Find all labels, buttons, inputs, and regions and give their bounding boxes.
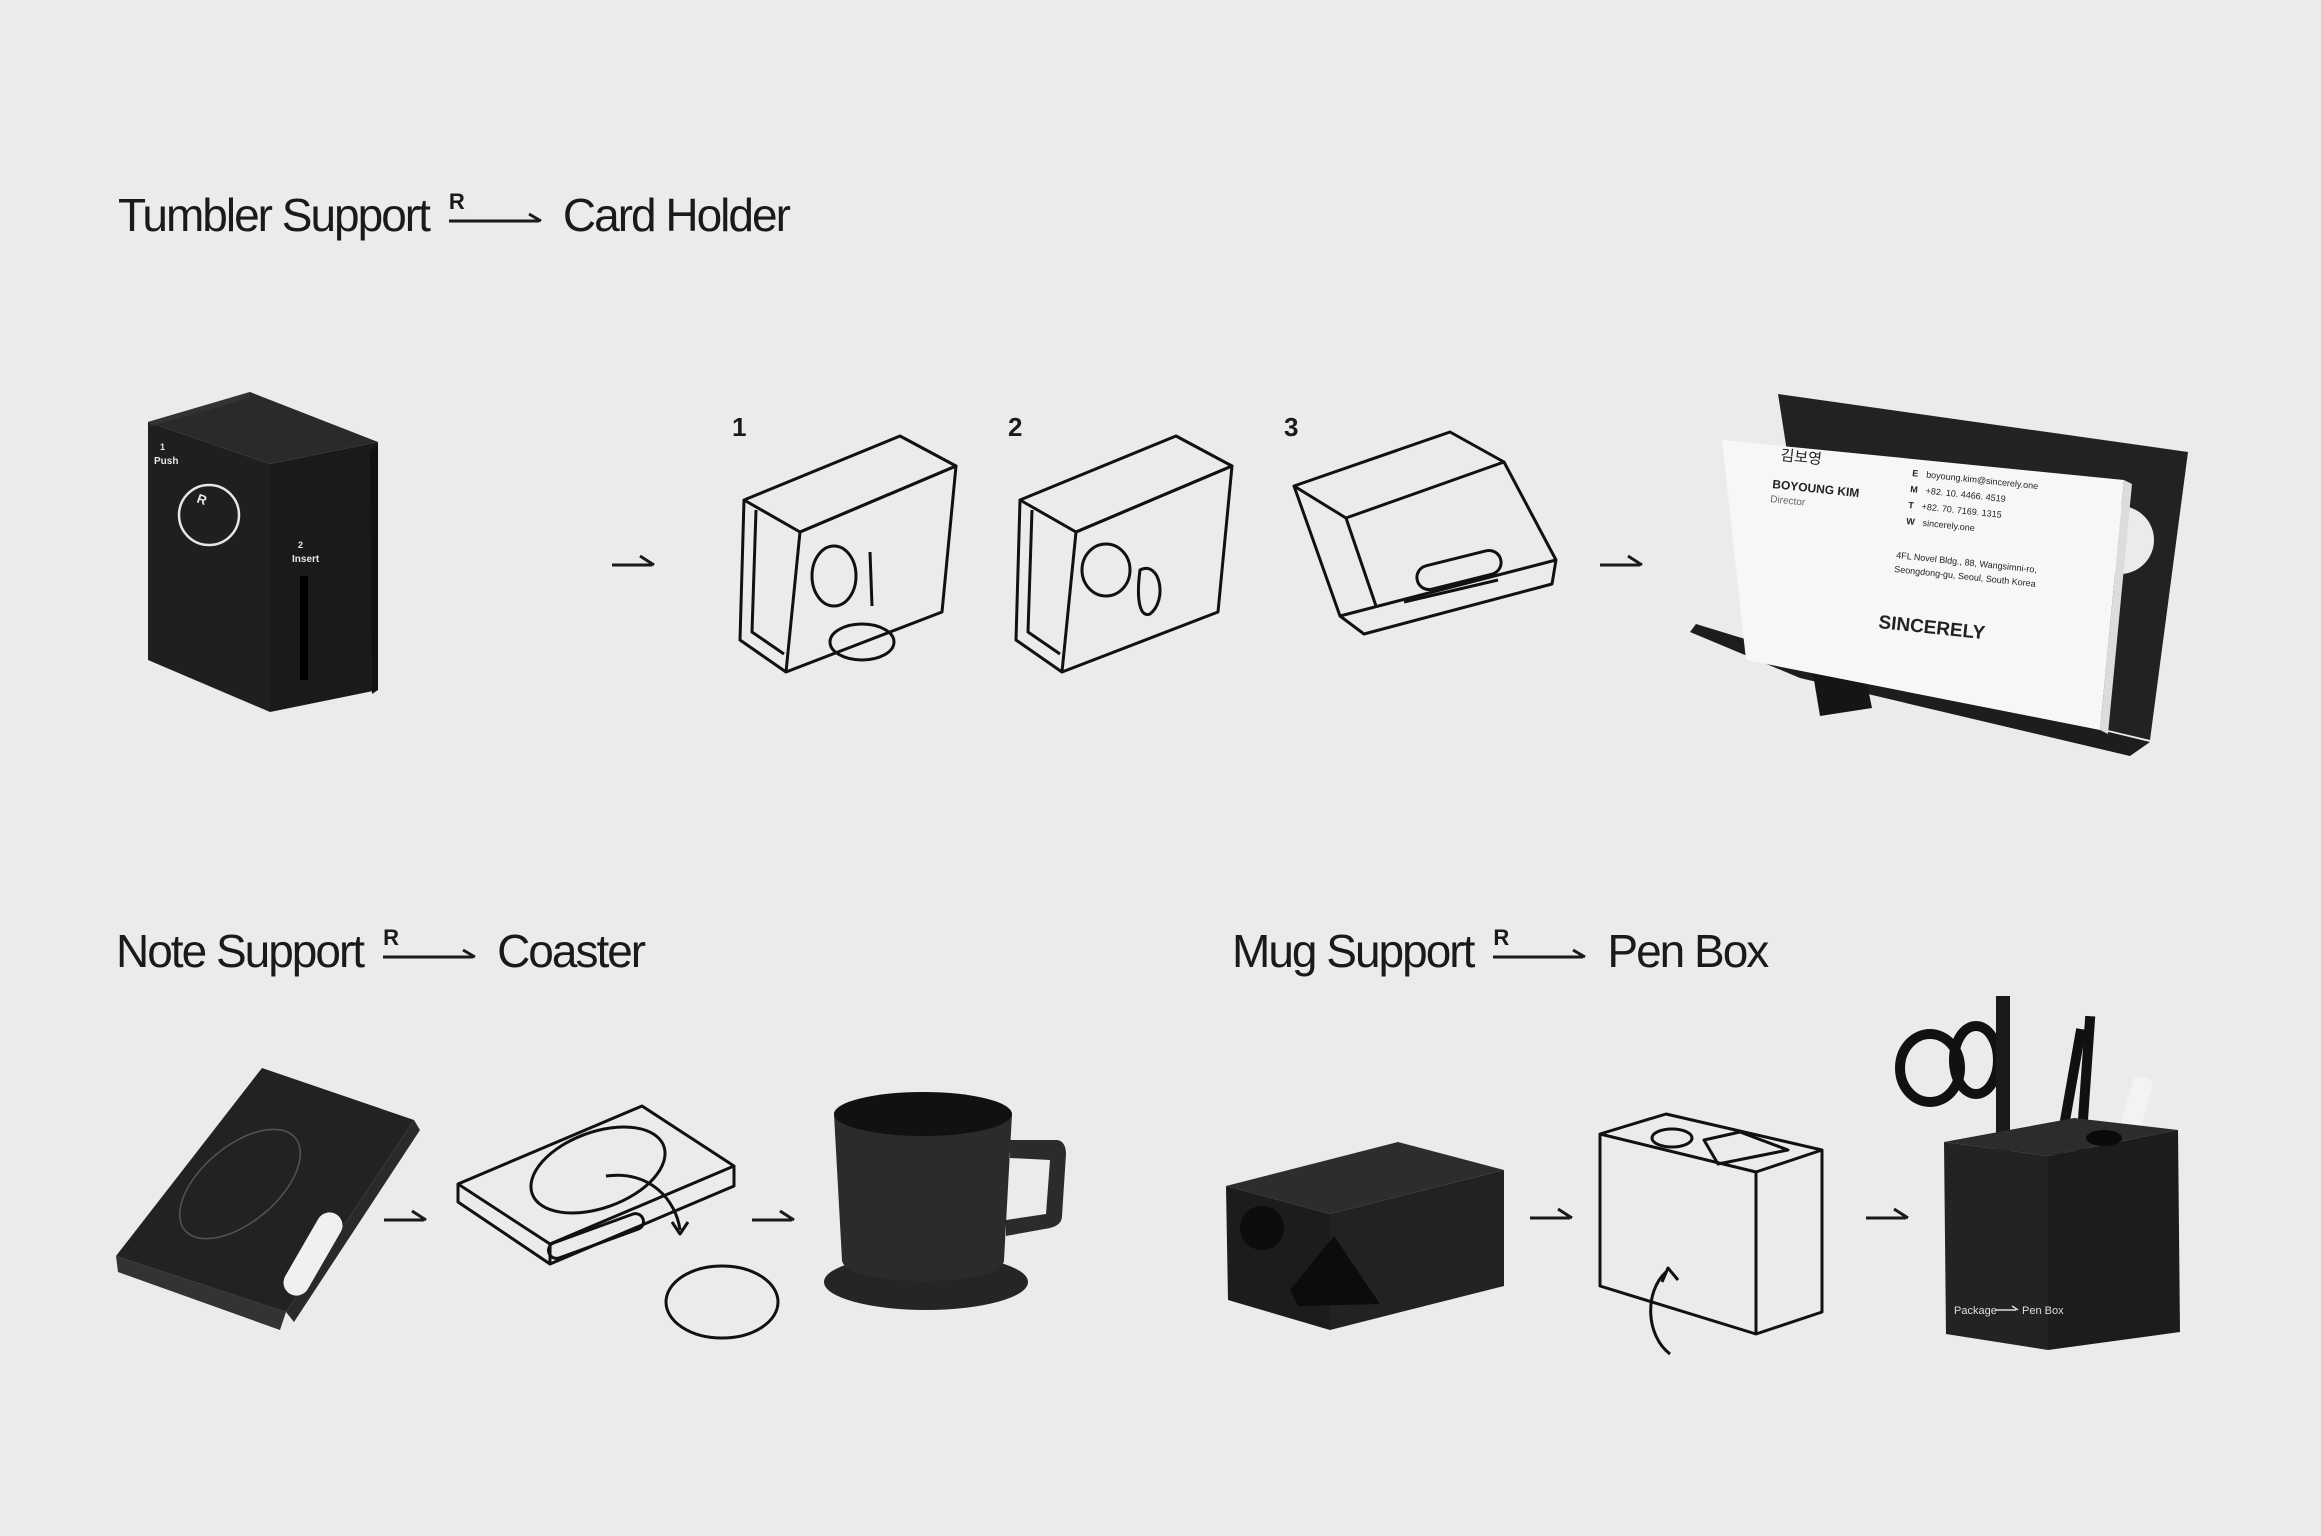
bottom-right-heading: Mug Support R Pen Box [1232, 924, 1769, 978]
top-connector-badge: R [448, 189, 465, 214]
card-holder-photo [1690, 394, 2188, 756]
top-heading: Tumbler Support R Card Holder [118, 188, 791, 242]
package-box-photo [148, 392, 378, 712]
top-from-label: Tumbler Support [118, 189, 431, 241]
pen-box-photo [1895, 996, 2180, 1350]
pen-box-label-from: Package [1954, 1305, 1997, 1317]
step-arrow-icon [384, 1209, 427, 1222]
top-connector: R [447, 189, 545, 235]
connector-arrow-icon [383, 948, 476, 959]
bottom-left-connector: R [381, 925, 479, 971]
pen-box-label: Package Pen Box [1954, 1305, 2064, 1317]
bottom-left-from-label: Note Support [116, 925, 365, 977]
step-3-number: 3 [1284, 412, 1299, 442]
step-1-number: 1 [732, 412, 747, 442]
bottom-right-from-label: Mug Support [1232, 925, 1475, 977]
mug-coaster-photo [824, 1092, 1066, 1310]
step-arrow-icon [1530, 1207, 1573, 1220]
bottom-right-connector: R [1491, 925, 1589, 971]
step-arrow-icon [1600, 554, 1643, 567]
pen-box-label-to: Pen Box [2022, 1305, 2064, 1317]
insert-number: 2 [298, 540, 303, 550]
step-2-drawing [1014, 434, 1234, 674]
bottom-left-connector-badge: R [383, 925, 399, 950]
connector-arrow-icon [448, 212, 542, 223]
top-to-label: Card Holder [562, 189, 791, 241]
push-label: Push [154, 456, 178, 467]
label-arrow-icon [1996, 1305, 2019, 1311]
bottom-right-connector-badge: R [1493, 925, 1510, 950]
step-3-drawing [1292, 430, 1558, 636]
note-support-photo [116, 1068, 420, 1330]
insert-label: Insert [292, 554, 320, 565]
bottom-right-to-label: Pen Box [1607, 925, 1769, 977]
step-2-number: 2 [1008, 412, 1023, 442]
step-arrow-icon [752, 1209, 795, 1222]
step-1-drawing [738, 434, 958, 674]
connector-arrow-icon [1493, 948, 1587, 959]
mug-support-photo [1226, 1142, 1504, 1330]
card-title: Director [1770, 494, 1807, 509]
step-arrow-icon [612, 554, 655, 567]
bottom-left-to-label: Coaster [497, 925, 646, 977]
bottom-left-heading: Note Support R Coaster [116, 924, 646, 978]
pen-box-drawing [1598, 1112, 1824, 1356]
card-korean-name: 김보영 [1780, 447, 1823, 468]
step-arrow-icon [1866, 1207, 1909, 1220]
coaster-drawing [456, 1104, 780, 1340]
push-number: 1 [160, 442, 165, 452]
